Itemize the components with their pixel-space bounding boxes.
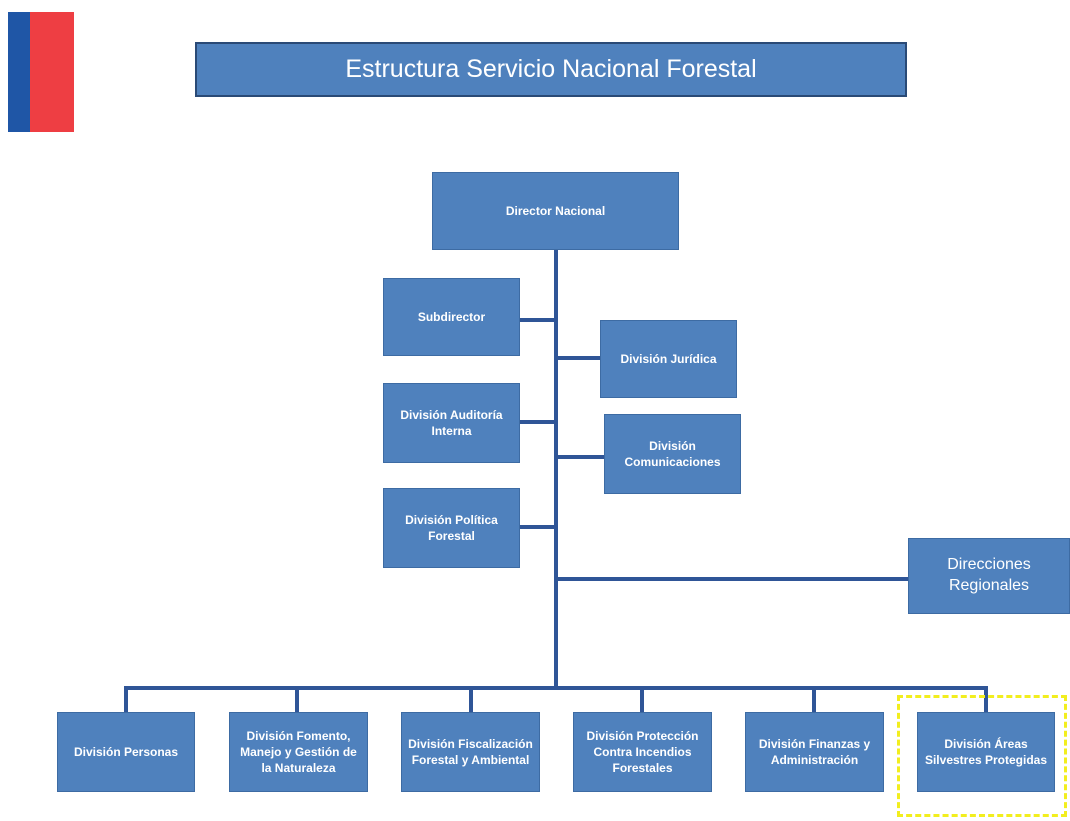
- box-direcciones-regionales: Direcciones Regionales: [908, 538, 1070, 614]
- connector-regionales: [556, 577, 908, 581]
- box-director-nacional: Director Nacional: [432, 172, 679, 250]
- main-vertical-line: [554, 250, 558, 688]
- box-division-proteccion: División Protección Contra Incendios For…: [573, 712, 712, 792]
- connector-comunicaciones: [556, 455, 604, 459]
- box-subdirector: Subdirector: [383, 278, 520, 356]
- connector-auditoria: [520, 420, 556, 424]
- highlight-dashed-frame: [897, 695, 1067, 817]
- drop-line-4: [640, 686, 644, 712]
- box-division-comunicaciones: División Comunicaciones: [604, 414, 741, 494]
- box-division-personas: División Personas: [57, 712, 195, 792]
- connector-politica: [520, 525, 556, 529]
- box-division-areas-silvestres: División Áreas Silvestres Protegidas: [917, 712, 1055, 792]
- box-division-fomento: División Fomento, Manejo y Gestión de la…: [229, 712, 368, 792]
- connector-juridica: [556, 356, 600, 360]
- box-division-juridica: División Jurídica: [600, 320, 737, 398]
- box-division-fiscalizacion: División Fiscalización Forestal y Ambien…: [401, 712, 540, 792]
- box-division-finanzas: División Finanzas y Administración: [745, 712, 884, 792]
- flag-blue-stripe: [8, 12, 30, 132]
- drop-line-5: [812, 686, 816, 712]
- drop-line-6: [984, 686, 988, 712]
- box-division-auditoria: División Auditoría Interna: [383, 383, 520, 463]
- drop-line-2: [295, 686, 299, 712]
- connector-subdirector: [520, 318, 556, 322]
- drop-line-1: [124, 686, 128, 712]
- box-division-politica: División Política Forestal: [383, 488, 520, 568]
- drop-line-3: [469, 686, 473, 712]
- page-title: Estructura Servicio Nacional Forestal: [195, 42, 907, 97]
- flag-red-stripe: [30, 12, 74, 132]
- bottom-horizontal-line: [124, 686, 988, 690]
